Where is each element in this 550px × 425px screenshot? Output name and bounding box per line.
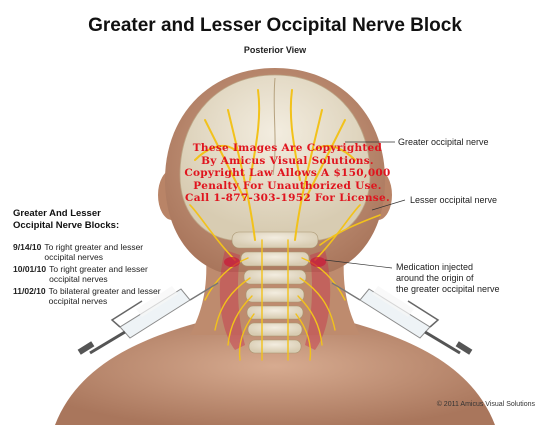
label-medication-injected: Medication injected around the origin of… bbox=[396, 262, 500, 295]
entry-text: To bilateral greater and lesser occipita… bbox=[48, 286, 161, 306]
label-lesser-occipital-nerve: Lesser occipital nerve bbox=[410, 195, 498, 205]
medication-line-2: around the origin of bbox=[396, 273, 474, 283]
medication-line-1: Medication injected bbox=[396, 262, 474, 272]
watermark-line-4: Penalty For Unauthorized Use. bbox=[193, 179, 382, 192]
copyright-watermark: These Images Are Copyrighted By Amicus V… bbox=[170, 142, 405, 205]
history-heading-line-2: Occipital Nerve Blocks: bbox=[13, 220, 120, 231]
diagram-title: Greater and Lesser Occipital Nerve Block bbox=[88, 15, 462, 36]
view-subtitle: Posterior View bbox=[243, 45, 307, 55]
nerve-block-history: Greater And Lesser Occipital Nerve Block… bbox=[13, 208, 173, 308]
history-entry: 11/02/10 To bilateral greater and lesser… bbox=[13, 286, 173, 306]
watermark-line-5: Call 1-877-303-1952 For License. bbox=[185, 192, 390, 204]
watermark-line-1: These Images Are Copyrighted bbox=[192, 142, 383, 154]
entry-date: 11/02/10 bbox=[13, 286, 46, 296]
greater-occipital-nerve-branches bbox=[194, 89, 356, 241]
entry-date: 9/14/10 bbox=[13, 242, 42, 252]
spinal-nerves bbox=[204, 239, 346, 361]
shoulders bbox=[55, 318, 495, 425]
entry-date: 10/01/10 bbox=[13, 264, 47, 274]
label-greater-occipital-nerve: Greater occipital nerve bbox=[398, 137, 489, 147]
watermark-line-3: Copyright Law Allows A $150,000 bbox=[184, 167, 391, 179]
watermark-line-2: By Amicus Visual Solutions. bbox=[201, 154, 374, 167]
history-entry: 9/14/10 To right greater and lesser occi… bbox=[13, 242, 173, 262]
history-heading-line-1: Greater And Lesser bbox=[13, 208, 101, 219]
leader-lesser bbox=[371, 199, 406, 211]
lesser-occipital-nerve-branches bbox=[189, 204, 381, 261]
medication-line-3: the greater occipital nerve bbox=[396, 284, 500, 294]
copyright-notice: © 2011 Amicus Visual Solutions bbox=[436, 401, 535, 408]
entry-text: To right greater and lesser occipital ne… bbox=[49, 264, 148, 284]
leader-medication bbox=[324, 259, 393, 269]
history-entry: 10/01/10 To right greater and lesser occ… bbox=[13, 264, 173, 284]
left-syringe bbox=[77, 282, 219, 355]
right-syringe bbox=[331, 282, 473, 355]
entry-text: To right greater and lesser occipital ne… bbox=[44, 242, 144, 262]
